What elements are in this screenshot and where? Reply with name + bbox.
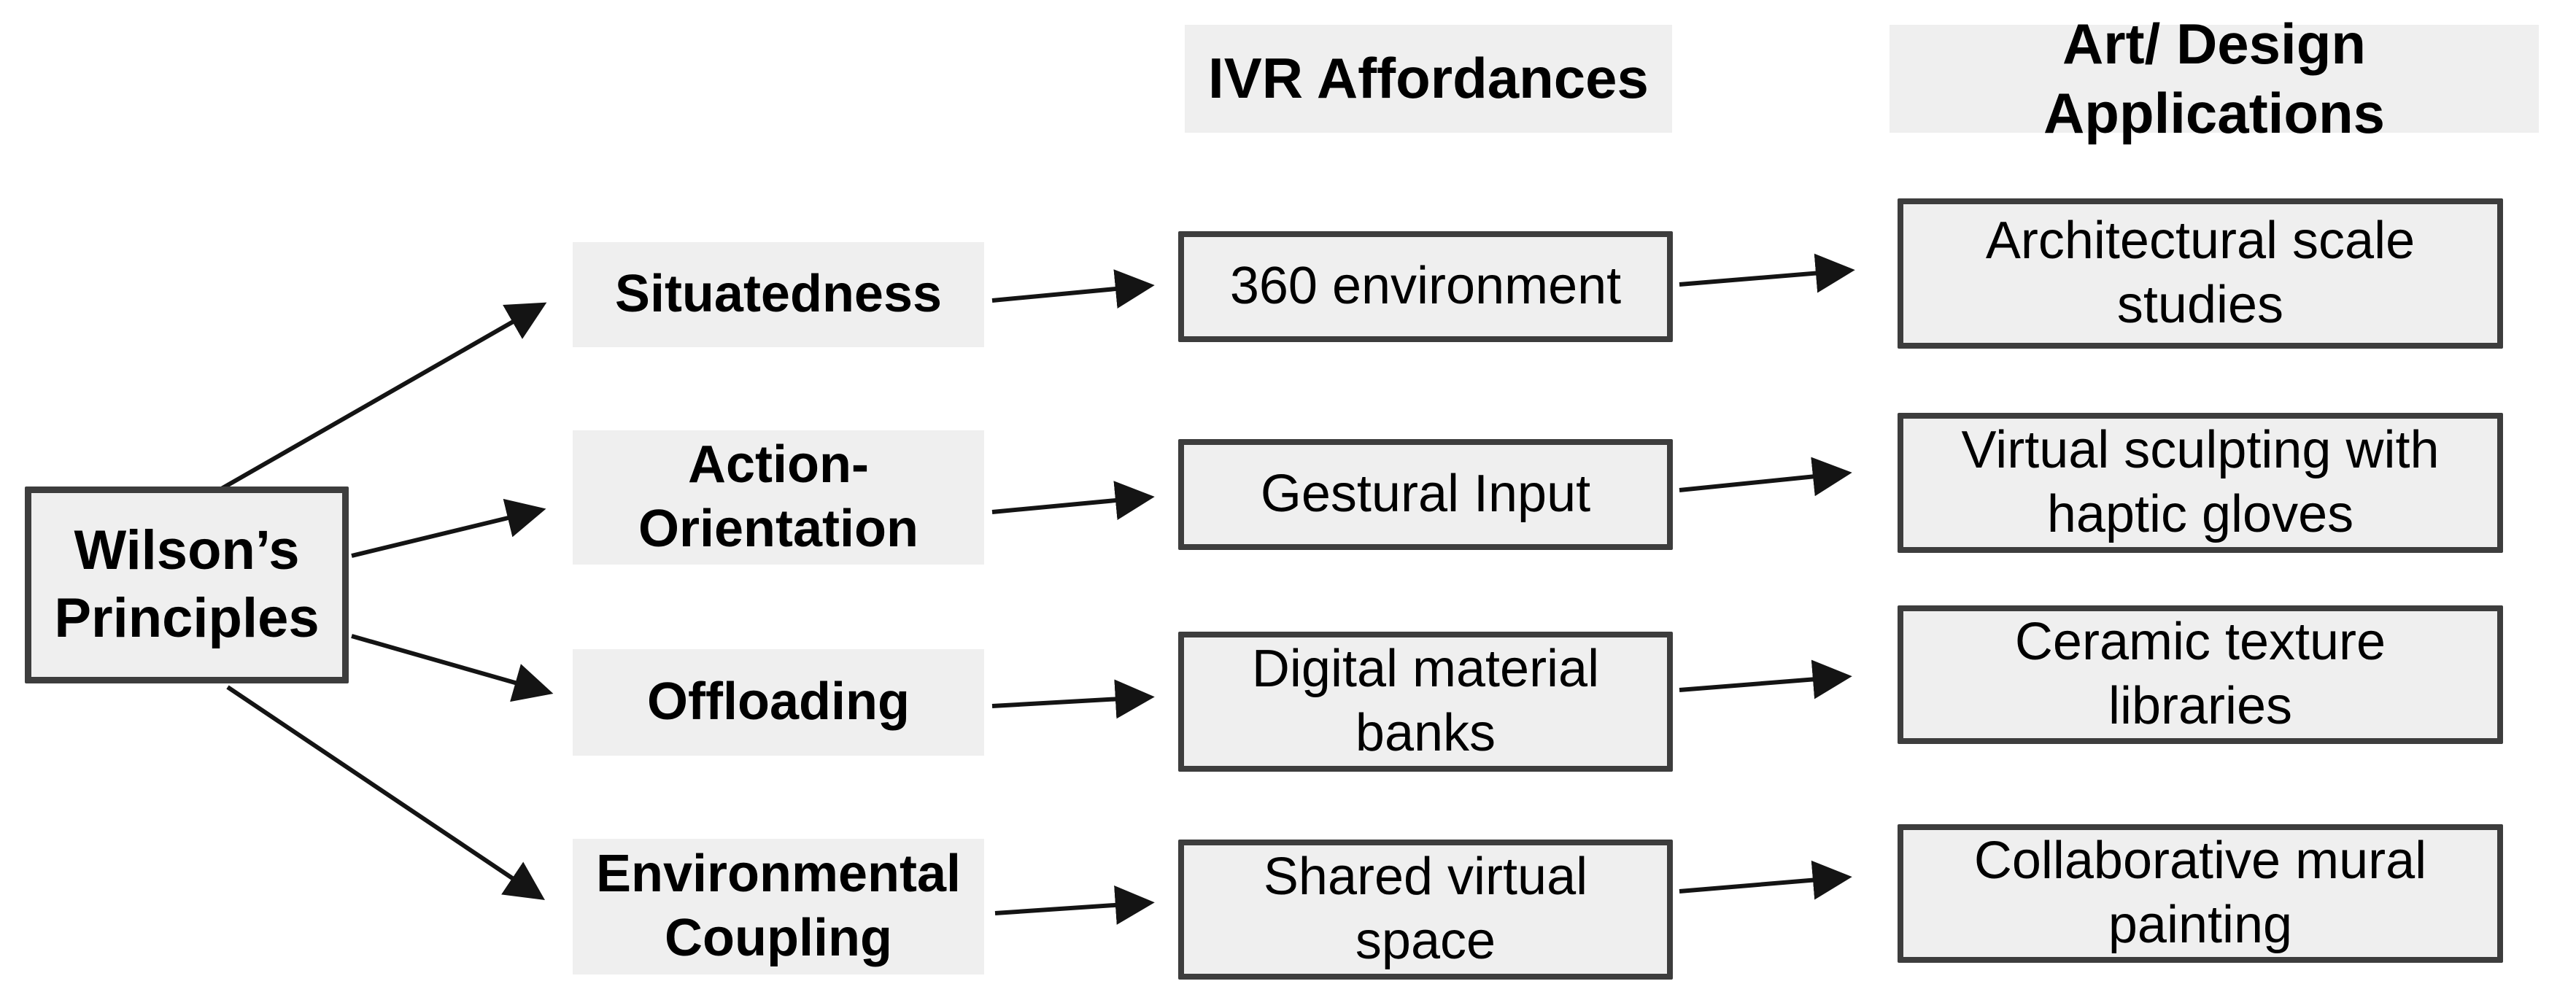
application-ceramic-texture-libraries: Ceramic texture libraries bbox=[1898, 605, 2503, 744]
affordance-shared-virtual-space: Shared virtual space bbox=[1178, 840, 1673, 980]
affordance-digital-material-banks: Digital material banks bbox=[1178, 632, 1673, 772]
affordance-360-environment: 360 environment bbox=[1178, 231, 1673, 342]
affordance-gestural-input: Gestural Input bbox=[1178, 439, 1673, 550]
principle-action-orientation: Action-Orientation bbox=[573, 430, 984, 565]
root-node-wilsons-principles: Wilson’s Principles bbox=[25, 487, 349, 683]
principle-offloading: Offloading bbox=[573, 649, 984, 756]
application-collaborative-mural-painting: Collaborative mural painting bbox=[1898, 824, 2503, 963]
header-ivr-affordances: IVR Affordances bbox=[1185, 25, 1672, 133]
principle-to-affordance-arrows bbox=[991, 269, 1155, 925]
affordance-to-application-arrows bbox=[1679, 253, 1855, 900]
principle-situatedness: Situatedness bbox=[573, 242, 984, 347]
principle-environmental-coupling: Environmental Coupling bbox=[573, 839, 984, 974]
header-art-design-applications: Art/ Design Applications bbox=[1890, 12, 2539, 145]
application-architectural-scale-studies: Architectural scale studies bbox=[1898, 198, 2503, 349]
application-virtual-sculpting-haptic-gloves: Virtual sculpting with haptic gloves bbox=[1898, 413, 2503, 553]
